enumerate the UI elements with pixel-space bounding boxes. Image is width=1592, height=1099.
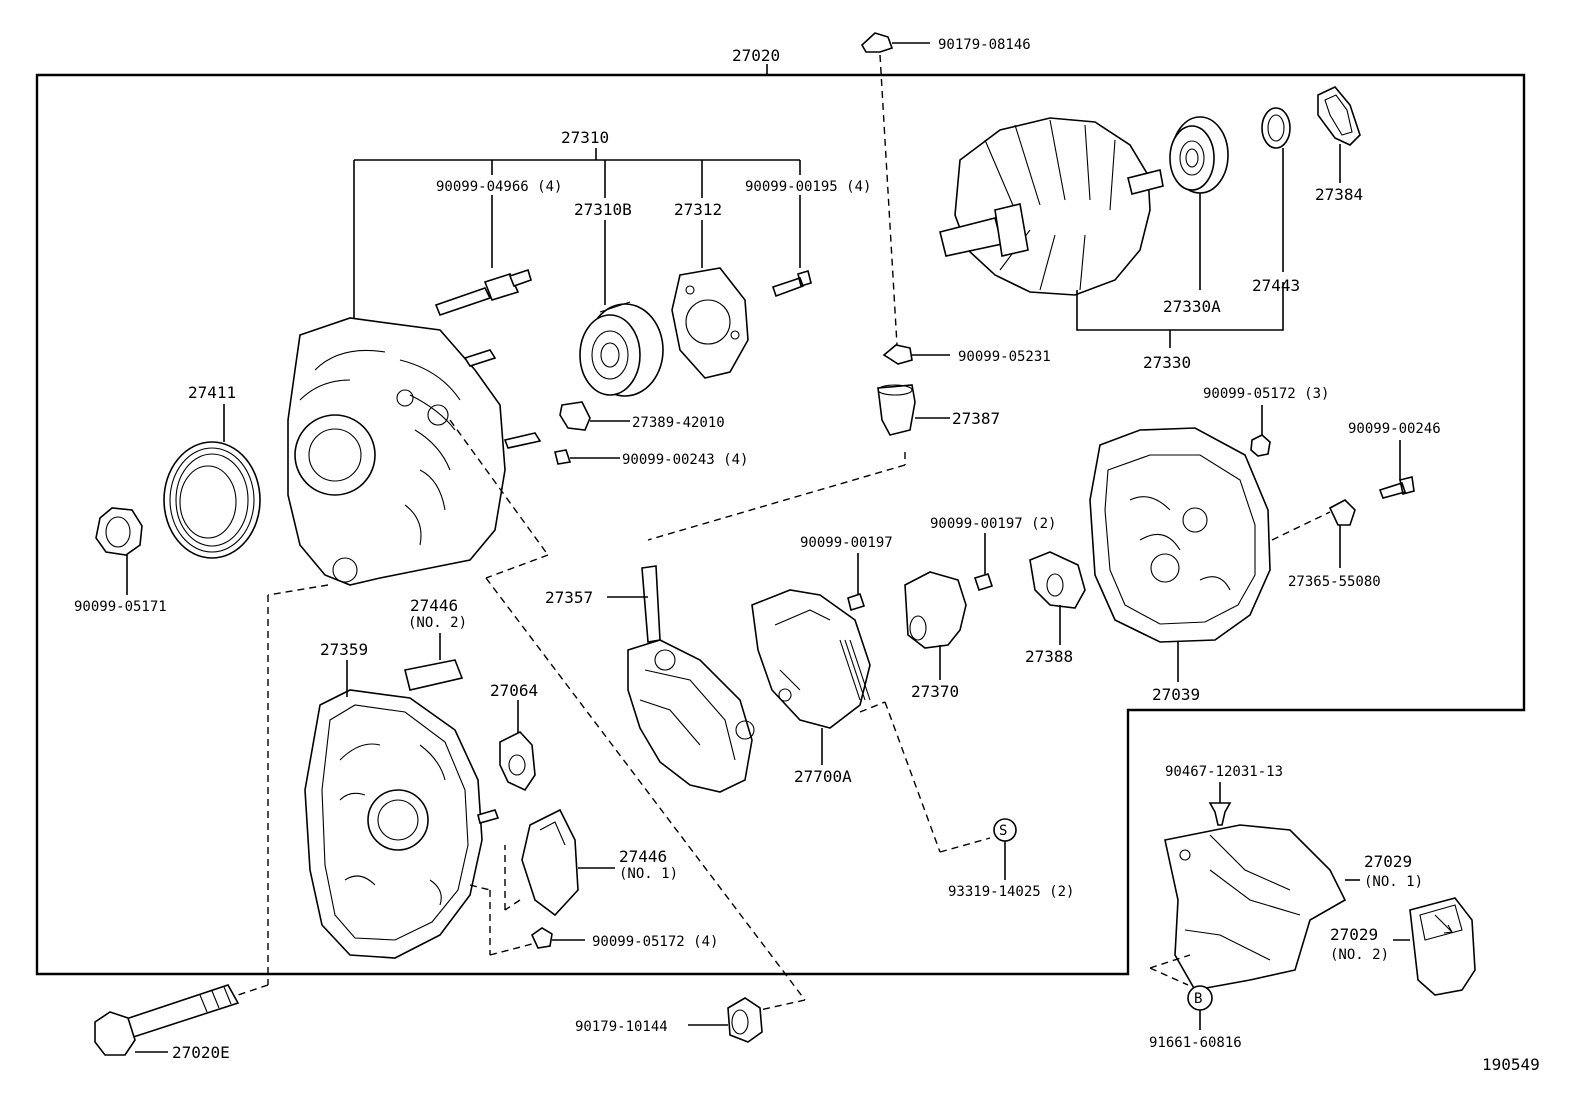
label-90467-12031-13: 90467-12031-13	[1165, 764, 1283, 780]
label-27357: 27357	[545, 588, 593, 607]
s-mark-circle	[993, 818, 1017, 880]
label-27029-no2-number: 27029	[1330, 925, 1378, 944]
assembly-boundary-frame	[35, 73, 1526, 976]
drive-end-frame-27359	[304, 660, 500, 959]
label-27365-55080: 27365-55080	[1288, 574, 1381, 590]
bearing-27330a	[1169, 116, 1229, 290]
label-90099-05231: 90099-05231	[958, 349, 1051, 365]
stud-bolt-04966	[434, 268, 532, 317]
label-90099-00197: 90099-00197	[800, 535, 893, 551]
clip-12031	[1208, 782, 1232, 826]
label-90099-00243: 90099-00243 (4)	[622, 452, 748, 468]
label-27310b: 27310B	[574, 200, 632, 219]
b-mark-letter: B	[1194, 991, 1202, 1007]
dashed-guide-10144	[449, 419, 549, 556]
nut-05172-4	[469, 884, 585, 956]
dashed-guide-27020e	[267, 584, 329, 596]
rear-frame-housing	[287, 317, 542, 586]
b-mark-circle	[1149, 954, 1213, 1030]
label-27330: 27330	[1143, 353, 1191, 372]
label-27029-no1-tag: (NO. 1)	[1364, 874, 1423, 890]
nut-05171	[95, 507, 143, 595]
label-27330a: 27330A	[1163, 297, 1221, 316]
screw-00197-2	[973, 533, 994, 591]
label-90099-05172-3: 90099-05172 (3)	[1203, 386, 1329, 402]
label-27446-no1-tag: (NO. 1)	[619, 866, 678, 882]
cover-27029-no1	[1164, 824, 1360, 991]
screw-00243	[554, 449, 572, 465]
label-90099-05171: 90099-05171	[74, 599, 167, 615]
label-91661-60816: 91661-60816	[1149, 1035, 1242, 1051]
label-27359: 27359	[320, 640, 368, 659]
rectifier-27357	[607, 565, 755, 793]
regulator-27370	[904, 571, 967, 680]
label-27411: 27411	[188, 383, 236, 402]
plate-27446-no1	[504, 808, 615, 917]
pulley-27411	[163, 404, 261, 559]
s-mark-letter: S	[999, 823, 1007, 839]
nut-08146	[860, 32, 930, 346]
label-27388: 27388	[1025, 647, 1073, 666]
label-90099-05172-4: 90099-05172 (4)	[592, 934, 718, 950]
label-27446-no2-number: 27446	[410, 596, 458, 615]
regulator-27700a	[751, 589, 991, 853]
nut-05231	[882, 344, 950, 365]
label-90179-08146: 90179-08146	[938, 37, 1031, 53]
holder-27388	[1029, 551, 1086, 645]
label-90099-04966: 90099-04966 (4)	[436, 179, 562, 195]
end-cover-27039	[1089, 427, 1271, 682]
label-27020: 27020	[732, 46, 780, 65]
label-27312: 27312	[674, 200, 722, 219]
seal-27384	[1317, 86, 1361, 183]
screw-00195	[771, 269, 812, 298]
nut-05172-3	[1250, 405, 1271, 457]
plate-27446-no2	[404, 633, 464, 691]
label-93319-14025: 93319-14025 (2)	[948, 884, 1074, 900]
label-27310: 27310	[561, 128, 609, 147]
insulator-27064	[499, 700, 536, 792]
label-27020e: 27020E	[172, 1043, 230, 1062]
bracket-27310	[353, 148, 801, 318]
screw-00246	[1378, 440, 1415, 499]
label-27446-no1-number: 27446	[619, 847, 667, 866]
bearing-27310b	[579, 301, 664, 397]
bolt-27020e	[94, 984, 240, 1056]
label-27387: 27387	[952, 409, 1000, 428]
retainer-plate-27312	[671, 267, 749, 379]
cover-27443	[1261, 107, 1291, 272]
figure-id: 190549	[1482, 1055, 1540, 1074]
label-90099-00246: 90099-00246	[1348, 421, 1441, 437]
label-90099-00195: 90099-00195 (4)	[745, 179, 871, 195]
label-27370: 27370	[911, 682, 959, 701]
label-90179-10144: 90179-10144	[575, 1019, 668, 1035]
label-27443: 27443	[1252, 276, 1300, 295]
screw-00197	[847, 553, 866, 612]
label-27064: 27064	[490, 681, 538, 700]
label-27700a: 27700A	[794, 767, 852, 786]
label-27384: 27384	[1315, 185, 1363, 204]
label-27029-no1-number: 27029	[1364, 852, 1412, 871]
insulator-27387	[647, 384, 950, 541]
label-27446-no2-tag: (NO. 2)	[408, 615, 467, 631]
label-27389-42010: 27389-42010	[632, 415, 725, 431]
insulator-42010	[559, 401, 591, 431]
cover-27029-no2	[1393, 897, 1476, 996]
nut-10144	[688, 997, 763, 1043]
label-27039: 27039	[1152, 685, 1200, 704]
rotor-27330	[939, 117, 1284, 348]
terminal-55080	[1271, 499, 1356, 568]
label-27029-no2-tag: (NO. 2)	[1330, 947, 1389, 963]
label-90099-00197-2: 90099-00197 (2)	[930, 516, 1056, 532]
